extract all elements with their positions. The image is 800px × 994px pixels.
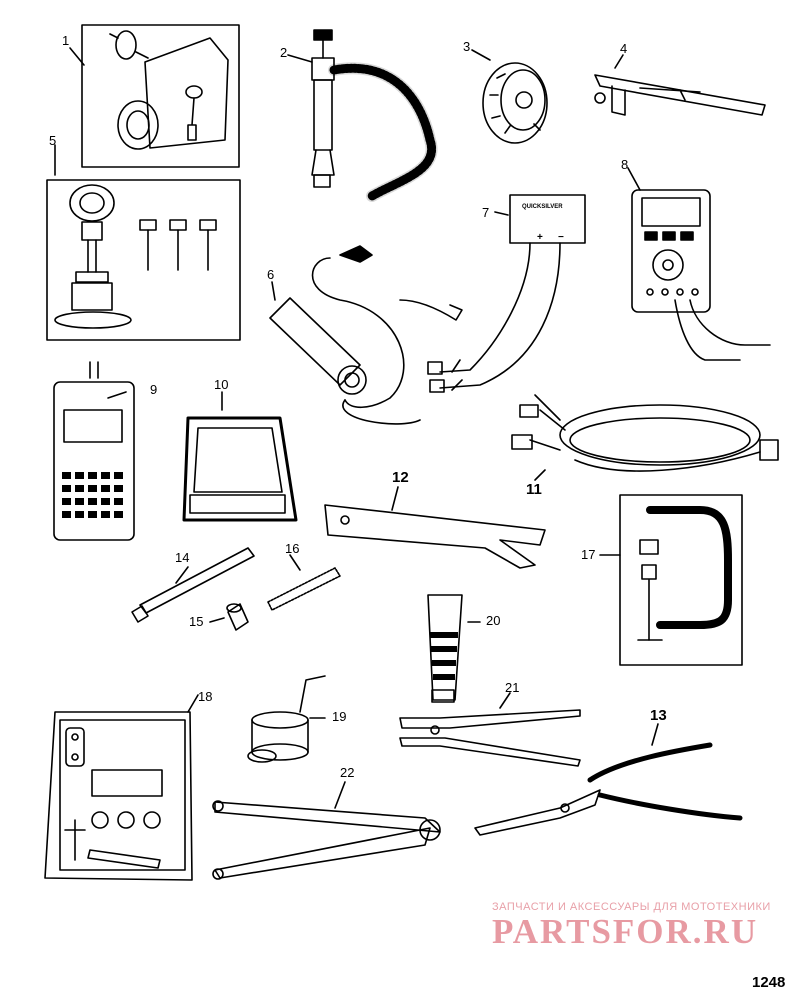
tool-15-art <box>209 603 249 631</box>
tool-16-art <box>267 554 341 611</box>
callout-8: 8 <box>621 157 629 172</box>
callout-16: 16 <box>285 541 300 556</box>
callout-17: 17 <box>581 547 596 562</box>
callout-20: 20 <box>486 613 501 628</box>
callout-4: 4 <box>620 41 628 56</box>
tool-7-art <box>427 194 586 393</box>
tool-11-art <box>511 394 779 481</box>
watermark-tagline: ЗАПЧАСТИ И АКСЕССУАРЫ ДЛЯ МОТОТЕХНИКИ <box>492 901 771 913</box>
tool-21-art <box>399 692 581 767</box>
quicksilver-box-label: QUICKSILVER <box>522 204 563 210</box>
callout-21: 21 <box>505 680 520 695</box>
tool-5-art <box>46 144 241 341</box>
tool-18-art <box>44 694 199 881</box>
tool-2-art <box>287 29 438 202</box>
callout-5: 5 <box>49 133 57 148</box>
tool-14-art <box>131 547 255 623</box>
callout-9: 9 <box>150 382 158 397</box>
tool-12-art <box>324 486 546 569</box>
tool-4-art <box>594 54 766 116</box>
page-number: 1248 <box>752 974 786 991</box>
tool-17-art <box>599 494 743 666</box>
watermark-logo: PARTSFOR.RU <box>492 912 759 951</box>
callout-3: 3 <box>463 39 471 54</box>
tool-3-art <box>471 49 548 144</box>
callout-1: 1 <box>62 33 70 48</box>
callout-7: 7 <box>482 205 490 220</box>
callout-12: 12 <box>392 469 409 486</box>
callout-15: 15 <box>189 614 204 629</box>
callout-22: 22 <box>340 765 355 780</box>
tool-19-art <box>247 675 326 763</box>
callout-11: 11 <box>526 481 542 498</box>
tool-9-art <box>53 361 135 541</box>
tool-20-art <box>427 594 481 703</box>
terminal-plus-label: + <box>537 232 543 243</box>
terminal-minus-label: − <box>558 232 564 243</box>
callout-19: 19 <box>332 709 347 724</box>
callout-2: 2 <box>280 45 288 60</box>
callout-6: 6 <box>267 267 275 282</box>
tool-1-art <box>69 24 240 168</box>
tool-22-art <box>212 781 441 880</box>
tool-13-art <box>474 723 743 836</box>
tool-10-art <box>182 391 298 522</box>
tool-6-art <box>269 245 463 425</box>
tool-8-art <box>627 167 771 361</box>
callout-14: 14 <box>175 550 190 565</box>
callout-10: 10 <box>214 377 229 392</box>
callout-18: 18 <box>198 689 213 704</box>
callout-13: 13 <box>650 707 667 724</box>
